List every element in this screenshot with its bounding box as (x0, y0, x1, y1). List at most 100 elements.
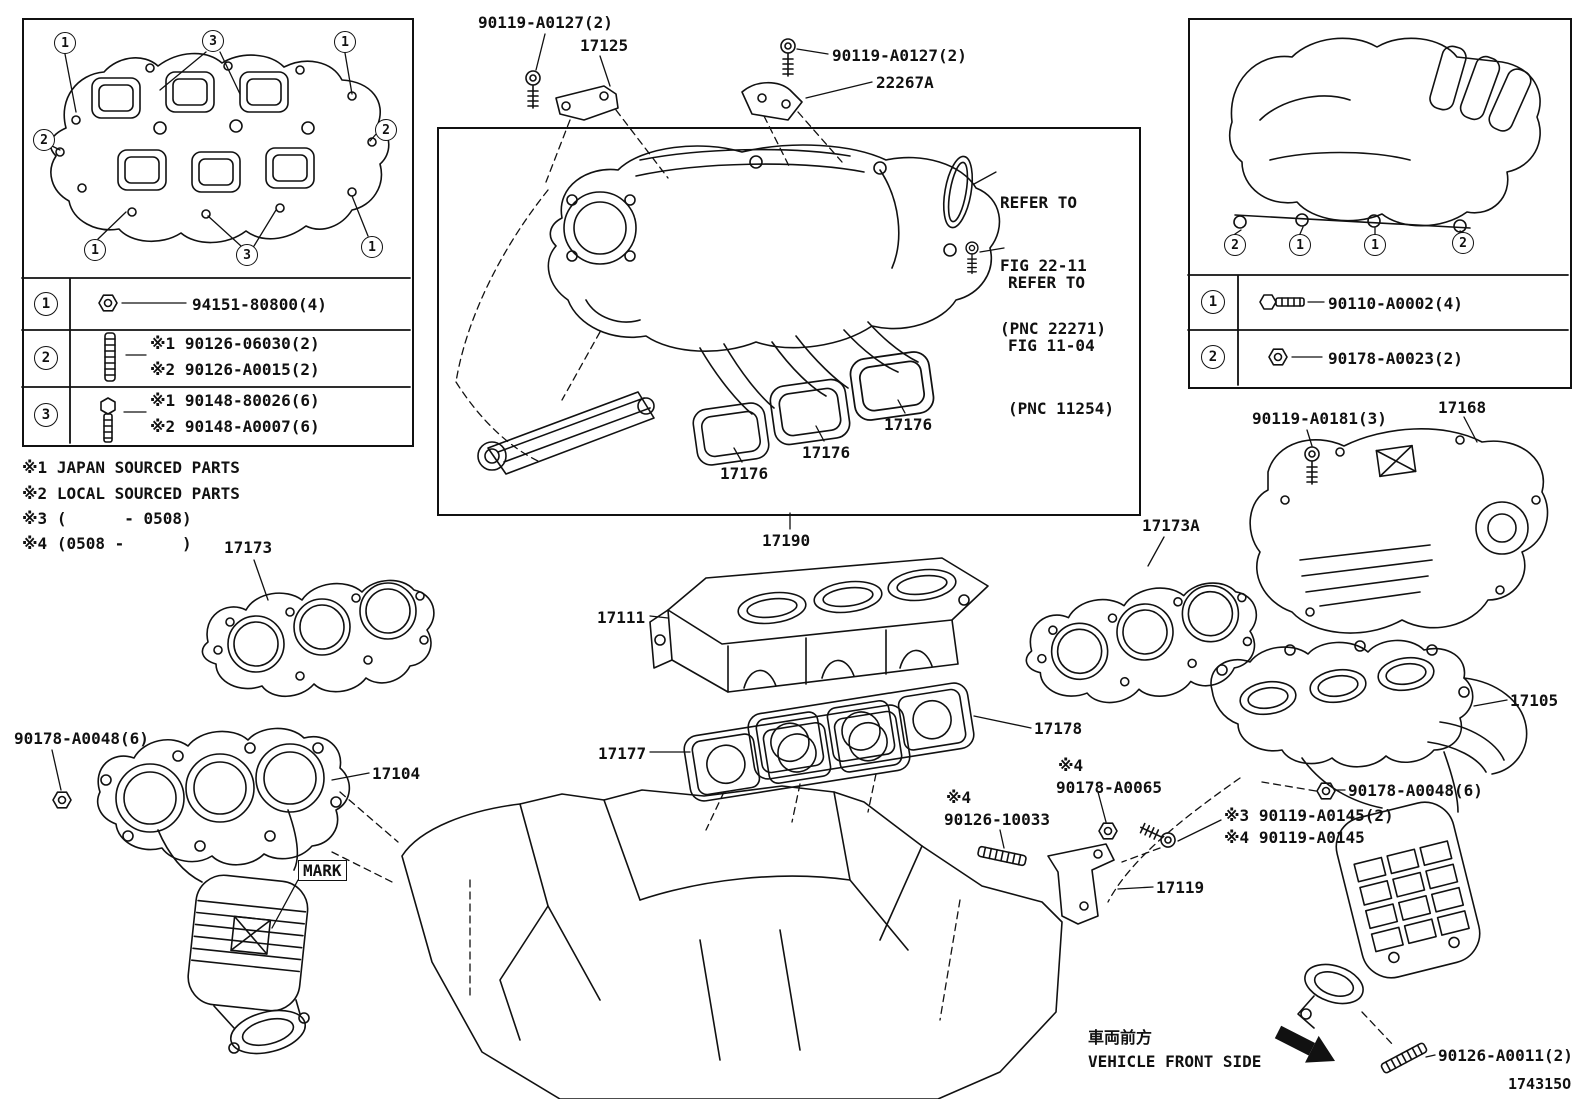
vehicle-front-en: VEHICLE FRONT SIDE (1088, 1052, 1262, 1071)
label-90119-a0145-s3[interactable]: ※3 90119-A0145(2) (1224, 806, 1394, 825)
gasket-17173a (1024, 582, 1259, 706)
callout-2: 2 (1224, 234, 1246, 256)
callout-1: 1 (84, 239, 106, 261)
callout-3: 3 (202, 30, 224, 52)
callout-2: 2 (375, 119, 397, 141)
label-90178-a0048-right[interactable]: 90178-A0048(6) (1348, 781, 1483, 800)
engine-block-outline (401, 785, 1063, 1099)
refer-line: FIG 22-11 (1000, 256, 1087, 275)
exhaust-manifold-17105 (1210, 639, 1528, 1029)
nut-90178-a0048-left-icon (52, 791, 72, 809)
refer-line: (PNC 11254) (1008, 399, 1114, 418)
stud-90126-a0011-icon (1379, 1041, 1429, 1075)
gasket-17178 (745, 680, 977, 782)
label-90119-a0145-s4[interactable]: ※4 90119-A0145 (1224, 828, 1365, 847)
nut-90178-a0065-icon (1098, 822, 1118, 840)
plenum-strut-bracket (477, 391, 655, 475)
legend-part-number[interactable]: ※2 90126-A0015(2) (150, 360, 320, 379)
callout-1: 1 (54, 32, 76, 54)
label-90126-a0011[interactable]: 90126-A0011(2) (1438, 1046, 1573, 1065)
label-90126-10033[interactable]: 90126-10033 (944, 810, 1050, 829)
label-star4-b: ※4 (946, 788, 972, 807)
label-17176-c[interactable]: 17176 (884, 415, 933, 434)
label-90178-a0065[interactable]: 90178-A0065 (1056, 778, 1162, 797)
label-17173[interactable]: 17173 (224, 538, 273, 557)
footnote-japan-sourced: ※1 JAPAN SOURCED PARTS (22, 458, 240, 477)
bolt-90119-a0181-icon (1304, 446, 1320, 485)
callout-1: 1 (1364, 234, 1386, 256)
refer-to-fig-11-04[interactable]: REFER TO FIG 11-04 (PNC 11254) (1008, 230, 1114, 461)
bolt-fig-11-04-icon (965, 241, 979, 275)
label-17176-b[interactable]: 17176 (802, 443, 851, 462)
upper-manifold-top-view (49, 52, 390, 244)
legend-part-number[interactable]: 90110-A0002(4) (1328, 294, 1463, 313)
refer-line: (PNC 22271) (1000, 319, 1106, 338)
oring-22271 (942, 155, 974, 229)
callout-1: 1 (1289, 234, 1311, 256)
legend-part-number[interactable]: 94151-80800(4) (192, 295, 327, 314)
label-17125[interactable]: 17125 (580, 36, 629, 55)
label-17168[interactable]: 17168 (1438, 398, 1487, 417)
intake-plenum-17190 (547, 144, 1001, 415)
legend-num-1: 1 (34, 292, 58, 316)
bracket-17119 (1047, 843, 1115, 925)
label-17173a[interactable]: 17173A (1142, 516, 1200, 535)
label-90119-a0127-top[interactable]: 90119-A0127(2) (478, 13, 613, 32)
label-17178[interactable]: 17178 (1034, 719, 1083, 738)
dashed-lines (331, 109, 1395, 1047)
right-detail-box (1188, 18, 1572, 389)
label-90119-a0181[interactable]: 90119-A0181(3) (1252, 409, 1387, 428)
lower-manifold-17111 (649, 557, 989, 693)
heat-shield-17168 (1249, 428, 1549, 634)
refer-line: FIG 11-04 (1008, 336, 1095, 355)
legend-grid-lines (21, 274, 1569, 444)
callout-3: 3 (236, 244, 258, 266)
label-17176-a[interactable]: 17176 (720, 464, 769, 483)
leader-lines (51, 33, 1508, 1058)
footnote-local-sourced: ※2 LOCAL SOURCED PARTS (22, 484, 240, 503)
legend-num-2: 2 (34, 346, 58, 370)
diagram-code: 174315O (1508, 1075, 1572, 1093)
left-detail-box (22, 18, 414, 447)
callout-1: 1 (361, 236, 383, 258)
stud-90126-10033-icon (976, 845, 1028, 867)
label-17105[interactable]: 17105 (1510, 691, 1559, 710)
bolt-90119-a0127-left-icon (525, 70, 541, 109)
label-90178-a0048-left[interactable]: 90178-A0048(6) (14, 729, 149, 748)
footnote-date-range-4: ※4 (0508 - ) (22, 534, 192, 553)
label-22267a[interactable]: 22267A (876, 73, 934, 92)
legend-part-number[interactable]: ※1 90148-80026(6) (150, 391, 320, 410)
exhaust-manifold-17104 (96, 727, 351, 1055)
refer-line: REFER TO (1008, 273, 1086, 292)
legend-part-number[interactable]: ※2 90148-A0007(6) (150, 417, 320, 436)
legend-part-number[interactable]: 90178-A0023(2) (1328, 349, 1463, 368)
label-17119[interactable]: 17119 (1156, 878, 1205, 897)
legend-part-number[interactable]: ※1 90126-06030(2) (150, 334, 320, 353)
vehicle-front-arrow (1274, 1025, 1336, 1063)
label-star4-a: ※4 (1058, 756, 1084, 775)
label-17177[interactable]: 17177 (598, 744, 647, 763)
label-17111[interactable]: 17111 (597, 608, 646, 627)
legend-num-1: 1 (1201, 290, 1225, 314)
bracket-22267a (741, 81, 803, 121)
center-detail-box (437, 127, 1141, 516)
bracket-17125 (555, 85, 619, 121)
vehicle-front-jp: 車両前方 (1088, 1028, 1153, 1047)
legend-num-2: 2 (1201, 345, 1225, 369)
label-17104[interactable]: 17104 (372, 764, 421, 783)
legend-num-3: 3 (34, 403, 58, 427)
label-90119-a0127-right[interactable]: 90119-A0127(2) (832, 46, 967, 65)
nut-90178-a0048-right-icon (1316, 782, 1336, 800)
refer-to-fig-22-11[interactable]: REFER TO FIG 22-11 (PNC 22271) (1000, 150, 1106, 381)
callout-1: 1 (334, 31, 356, 53)
label-mark: MARK (298, 860, 347, 881)
bolt-90119-a0145-icon (1137, 820, 1179, 851)
bolt-90119-a0127-right-icon (780, 38, 796, 77)
footnote-date-range-3: ※3 ( - 0508) (22, 509, 192, 528)
refer-line: REFER TO (1000, 193, 1078, 212)
gasket-17173 (202, 580, 433, 696)
label-17190[interactable]: 17190 (762, 531, 811, 550)
callout-2: 2 (1452, 232, 1474, 254)
